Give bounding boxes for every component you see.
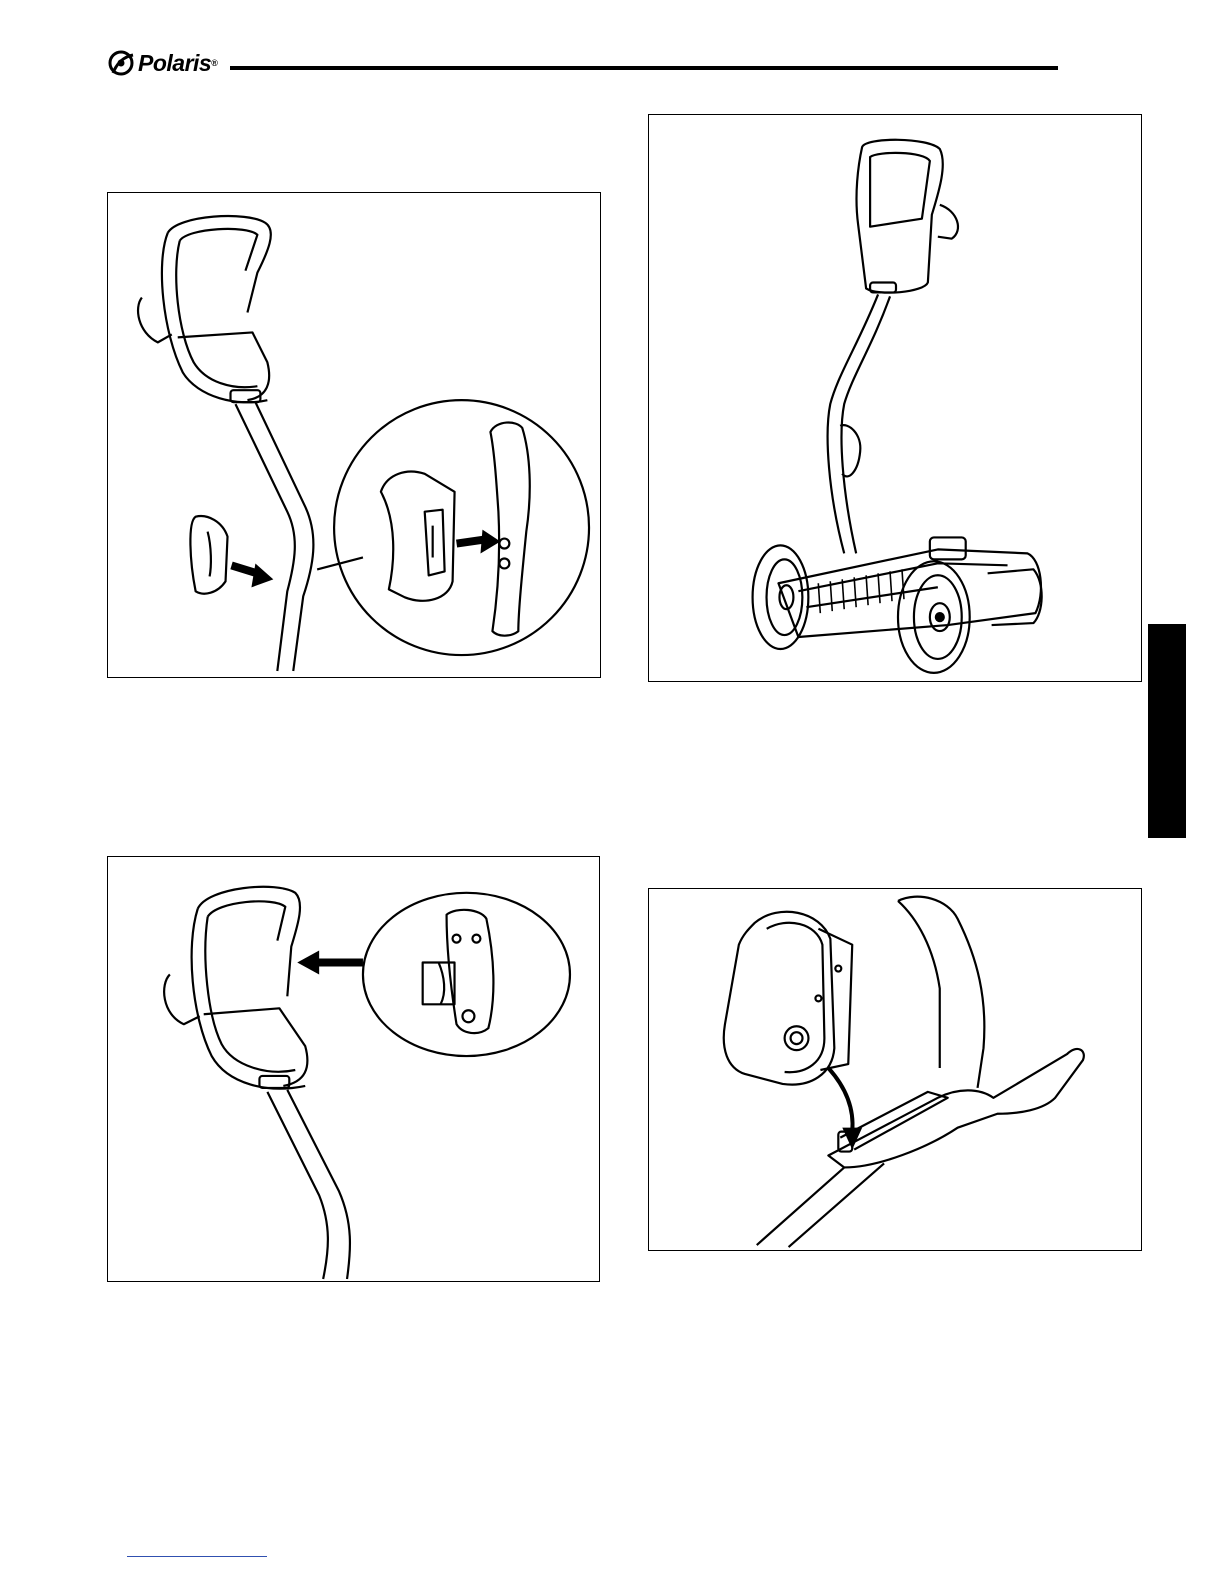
handle-bracket-illustration bbox=[108, 857, 599, 1281]
brand-logo: Polaris® bbox=[107, 48, 218, 78]
brand-name: Polaris bbox=[138, 52, 211, 75]
controller-mount-illustration bbox=[649, 889, 1141, 1250]
polaris-swirl-icon bbox=[107, 49, 137, 77]
header-rule bbox=[230, 66, 1058, 70]
figure-controller-mount bbox=[648, 888, 1142, 1251]
figure-handle-bracket bbox=[107, 856, 600, 1282]
pool-cleaner-illustration bbox=[649, 115, 1141, 681]
registered-mark: ® bbox=[211, 58, 218, 68]
handle-clip-illustration bbox=[108, 193, 600, 677]
figure-assembled-cleaner bbox=[648, 114, 1142, 682]
side-tab bbox=[1148, 624, 1186, 838]
figure-clip-attach bbox=[107, 192, 601, 678]
footer-link-underline bbox=[127, 1556, 267, 1557]
